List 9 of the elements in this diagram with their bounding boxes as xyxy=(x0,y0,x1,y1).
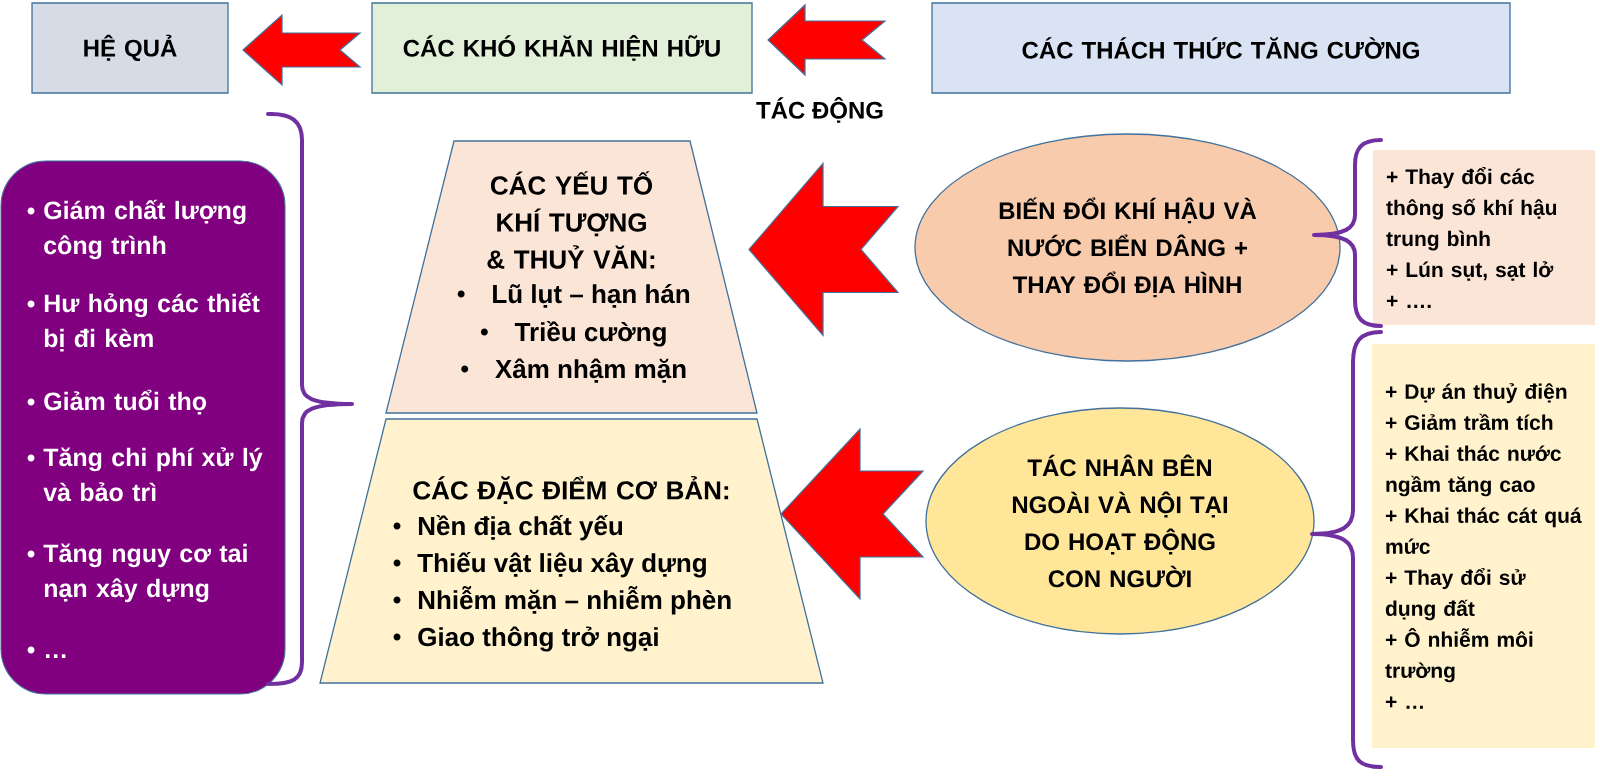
text-box: + Dự án thuỷ điện + Giảm trầm tích + Khai thác nước ngầm tăng cao + Khai thác cát quá mức + Thay đổi sử dụng đất + Ô nhiễm môi trường + … xyxy=(1372,344,1595,748)
title-box: HỆ QUẢ xyxy=(31,2,229,94)
trapezoid-box: CÁC ĐẶC ĐIỂM CƠ BẢN: Nền địa chất yếu Thiếu vật liệu xây dựng Nhiễm mặn – nhiễm phèn Giao thông trở ngại xyxy=(319,418,824,684)
edge-label: TÁC ĐỘNG xyxy=(754,95,886,125)
title-box: CÁC KHÓ KHĂN HIỆN HỮU xyxy=(371,2,753,94)
title-box: CÁC THÁCH THỨC TĂNG CƯỜNG xyxy=(931,2,1511,94)
text-box: + Thay đổi các thông số khí hậu trung bình + Lún sụt, sạt lở + …. xyxy=(1373,150,1595,325)
trapezoid-box: CÁC YẾU TỐ KHÍ TƯỢNG & THUỶ VĂN: Lũ lụt – hạn hán Triều cường Xâm nhậm mặn xyxy=(385,140,758,414)
bullet-list-box: Giám chất lượng công trình Hư hỏng các thiết bị đi kèm Giảm tuổi thọ Tăng chi phí xử lý và bảo trì Tăng nguy cơ tai nạn xây dựng … xyxy=(0,160,286,695)
